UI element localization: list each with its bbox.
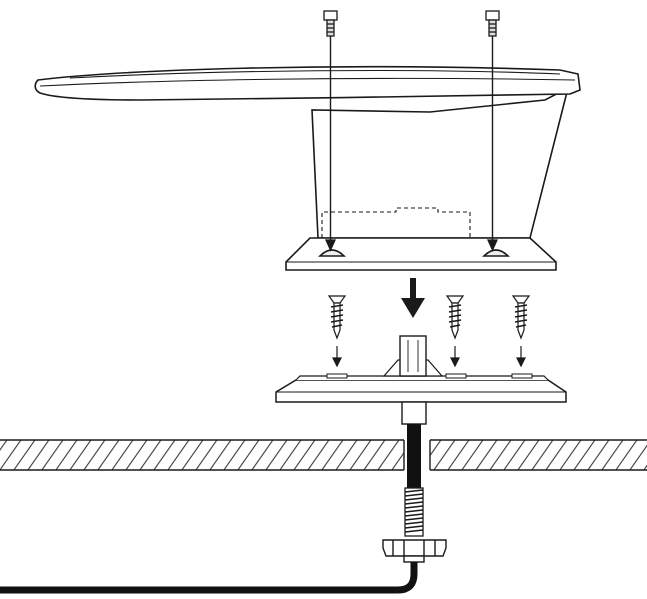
antenna-wing-line-2: [69, 69, 561, 79]
base-pad-right: [511, 373, 533, 379]
base-post: [399, 335, 427, 377]
antenna-cable: [0, 562, 418, 594]
threaded-stud: [404, 424, 424, 537]
top-screw-right: [485, 10, 500, 252]
top-screw-left: [323, 10, 338, 252]
base-pad-left: [326, 373, 348, 379]
flange-screw-head-right: [482, 249, 510, 257]
base-collar: [401, 401, 427, 425]
flange-screw-head-left: [318, 249, 346, 257]
assembly-arrow: [401, 278, 425, 318]
mounting-surface: [0, 439, 647, 471]
wood-screw-1: [327, 295, 347, 368]
antenna-body-lower: [311, 86, 570, 239]
base-plate: [275, 379, 567, 403]
mounting-base: [275, 335, 567, 425]
antenna-body: [34, 65, 581, 271]
base-pad-mid: [445, 373, 467, 379]
antenna-wing: [34, 65, 581, 101]
antenna-wing-line: [39, 77, 576, 87]
antenna-inner-dashed: [321, 207, 471, 238]
knurled-nut: [382, 539, 447, 563]
wood-screw-2: [445, 295, 465, 368]
wood-screw-3: [511, 295, 531, 368]
